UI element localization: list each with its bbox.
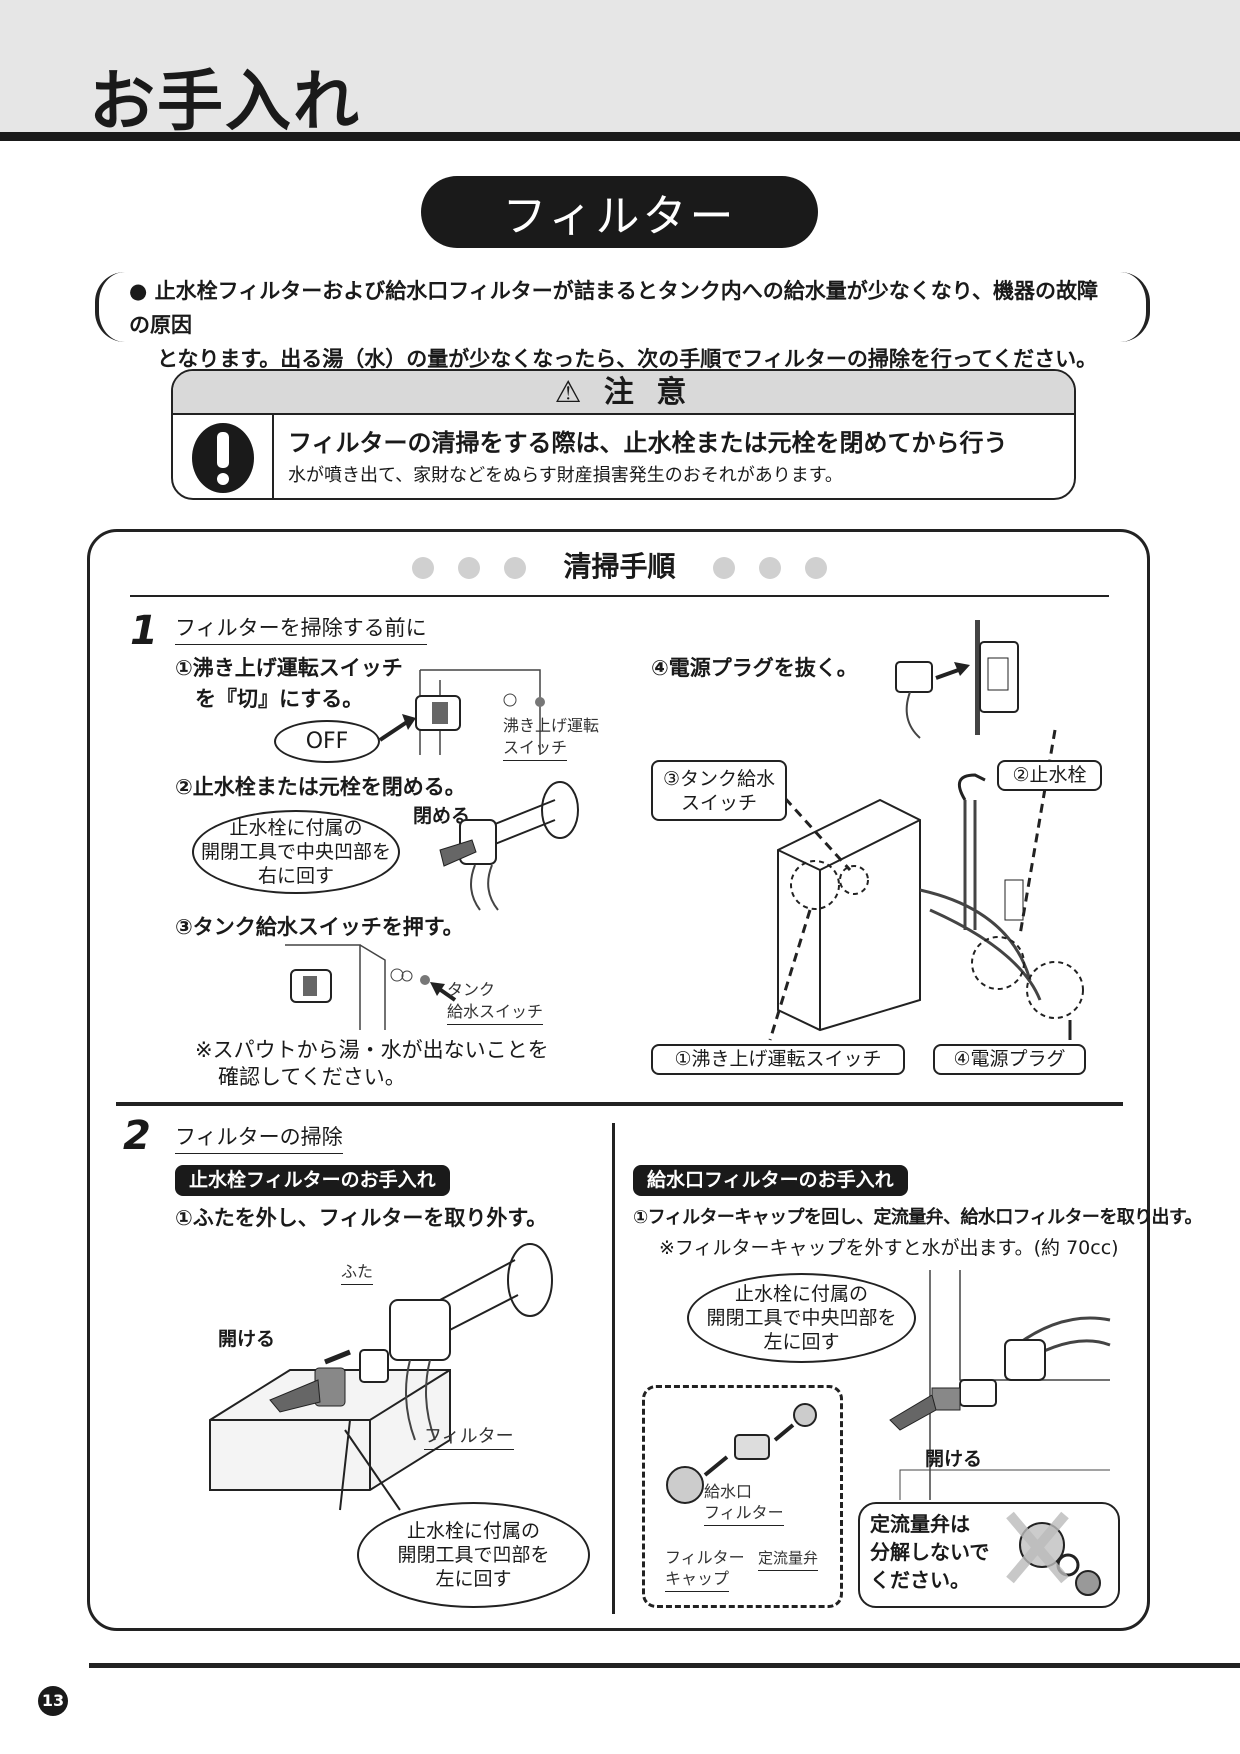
bubble-line: 右に回す <box>257 865 334 887</box>
note-line: 分解しないで <box>870 1540 990 1564</box>
cap-label-2: キャップ <box>665 1569 730 1592</box>
filter-parts-illustration <box>666 1403 817 1504</box>
bubble-line: 左に回す <box>435 1568 512 1590</box>
bubble-line: 止水栓に付属の <box>406 1520 540 1542</box>
open-label-right: 開ける <box>925 1448 983 1470</box>
exclamation-icon <box>173 415 274 498</box>
parts-detail-box <box>642 1385 843 1608</box>
tank-switch-illustration <box>285 944 457 1030</box>
unit-illustration <box>753 729 1084 1041</box>
stop-valve-filter-tag: 止水栓フィルターのお手入れ <box>175 1165 450 1196</box>
stop-valve-illustration <box>439 781 579 911</box>
callout-power-plug: ④電源プラグ <box>933 1044 1086 1075</box>
step-number: 1 <box>130 608 158 654</box>
divider <box>116 1102 1123 1106</box>
boil-switch-label-1: 沸き上げ運転 <box>503 716 600 735</box>
cap-label-1: フィルター <box>665 1548 745 1567</box>
column-divider <box>612 1123 615 1614</box>
callout-line: ③タンク給水 <box>662 768 776 790</box>
inlet-filter-label-1: 給水口 <box>704 1482 753 1501</box>
page-title: お手入れ <box>89 63 361 140</box>
step1-note-2: 確認してください。 <box>218 1065 406 1089</box>
bubble-line: 開閉工具で中央凹部を <box>200 841 391 863</box>
caution-body: 水が噴き出て、家財などをぬらす財産損害発生のおそれがあります。 <box>288 465 843 486</box>
bubble-line: 開閉工具で中央凹部を <box>706 1307 897 1329</box>
intro-line-2: となります。出る湯（水）の量が少なくなったら、次の手順でフィルターの掃除を行って… <box>157 347 1098 371</box>
right-instruction: ①フィルターキャップを回し、定流量弁、給水口フィルターを取り出す。 <box>633 1207 1203 1228</box>
valve-prohibited-icon <box>1006 1511 1101 1596</box>
open-label-left: 開ける <box>218 1328 276 1350</box>
caution-title: フィルターの清掃をする際は、止水栓または元栓を閉めてから行う <box>288 429 1008 457</box>
intro-note: ● 止水栓フィルターおよび給水口フィルターが詰まるとタンク内への給水量が少なくな… <box>95 272 1150 371</box>
step1-note-1: ※スパウトから湯・水が出ないことを <box>195 1038 549 1062</box>
boil-switch-label-2: スイッチ <box>503 738 568 761</box>
step1-title: フィルターを掃除する前に <box>175 614 427 645</box>
inlet-filter-label-2: フィルター <box>704 1503 784 1526</box>
tank-switch-label-1: タンク <box>447 980 496 999</box>
step1-a-line2: を『切』にする。 <box>195 687 364 711</box>
page-number: 13 <box>38 1686 68 1716</box>
bubble-line: 止水栓に付属の <box>734 1283 868 1305</box>
tank-switch-label-2: 給水スイッチ <box>447 1002 544 1025</box>
valve-label: 定流量弁 <box>758 1548 819 1571</box>
note-line: 定流量弁は <box>870 1512 970 1536</box>
procedure-box <box>87 529 1150 1631</box>
header-band <box>0 0 1240 132</box>
intro-line-1: ● 止水栓フィルターおよび給水口フィルターが詰まるとタンク内への給水量が少なくな… <box>129 279 1098 337</box>
procedure-heading-text: 清掃手順 <box>563 550 676 583</box>
close-label: 閉める <box>413 805 471 827</box>
do-not-disassemble-note: 定流量弁は 分解しないで ください。 <box>858 1502 1120 1608</box>
callout-boil-switch: ①沸き上げ運転スイッチ <box>651 1044 905 1075</box>
caution-heading: ⚠ 注 意 <box>173 371 1074 415</box>
boil-switch-illustration <box>378 669 545 755</box>
callout-line: スイッチ <box>680 792 757 814</box>
off-label: OFF <box>274 720 380 763</box>
callout-stop-valve: ②止水栓 <box>997 760 1102 791</box>
close-tool-bubble: 止水栓に付属の開閉工具で中央凹部を右に回す <box>192 810 400 894</box>
filter-label-left: フィルター <box>424 1427 514 1450</box>
step1-c: ③タンク給水スイッチを押す。 <box>175 915 464 939</box>
callout-tank-switch: ③タンク給水 スイッチ <box>651 760 787 821</box>
open-tool-bubble-left: 止水栓に付属の開閉工具で凹部を左に回す <box>357 1502 590 1608</box>
inlet-filter-tag: 給水口フィルターのお手入れ <box>633 1165 908 1196</box>
left-instruction: ①ふたを外し、フィルターを取り外す。 <box>175 1206 548 1230</box>
step1-d: ④電源プラグを抜く。 <box>651 656 858 680</box>
step1-b: ②止水栓または元栓を閉める。 <box>175 775 466 799</box>
power-plug-illustration <box>895 620 1019 739</box>
header-rule <box>0 132 1240 141</box>
note-line: ください。 <box>870 1568 970 1592</box>
inlet-filter-illustration <box>889 1270 1111 1500</box>
bubble-line: 止水栓に付属の <box>229 817 363 839</box>
lid-label: ふた <box>341 1262 374 1285</box>
stop-valve-filter-illustration <box>209 1243 553 1511</box>
divider <box>130 595 1109 597</box>
caution-box: ⚠ 注 意 フィルターの清掃をする際は、止水栓または元栓を閉めてから行う 水が噴… <box>171 369 1076 500</box>
open-tool-bubble-right: 止水栓に付属の開閉工具で中央凹部を左に回す <box>687 1273 916 1363</box>
step1-a-line1: ①沸き上げ運転スイッチ <box>175 656 403 680</box>
procedure-heading: 清掃手順 <box>130 545 1109 585</box>
bubble-line: 開閉工具で凹部を <box>397 1544 550 1566</box>
bubble-line: 左に回す <box>763 1331 840 1353</box>
step2-title: フィルターの掃除 <box>175 1123 343 1154</box>
step-number: 2 <box>123 1113 151 1159</box>
right-note: ※フィルターキャップを外すと水が出ます。(約 70cc) <box>659 1237 1119 1259</box>
section-title: フィルター <box>421 176 818 248</box>
footer-rule <box>89 1663 1240 1668</box>
